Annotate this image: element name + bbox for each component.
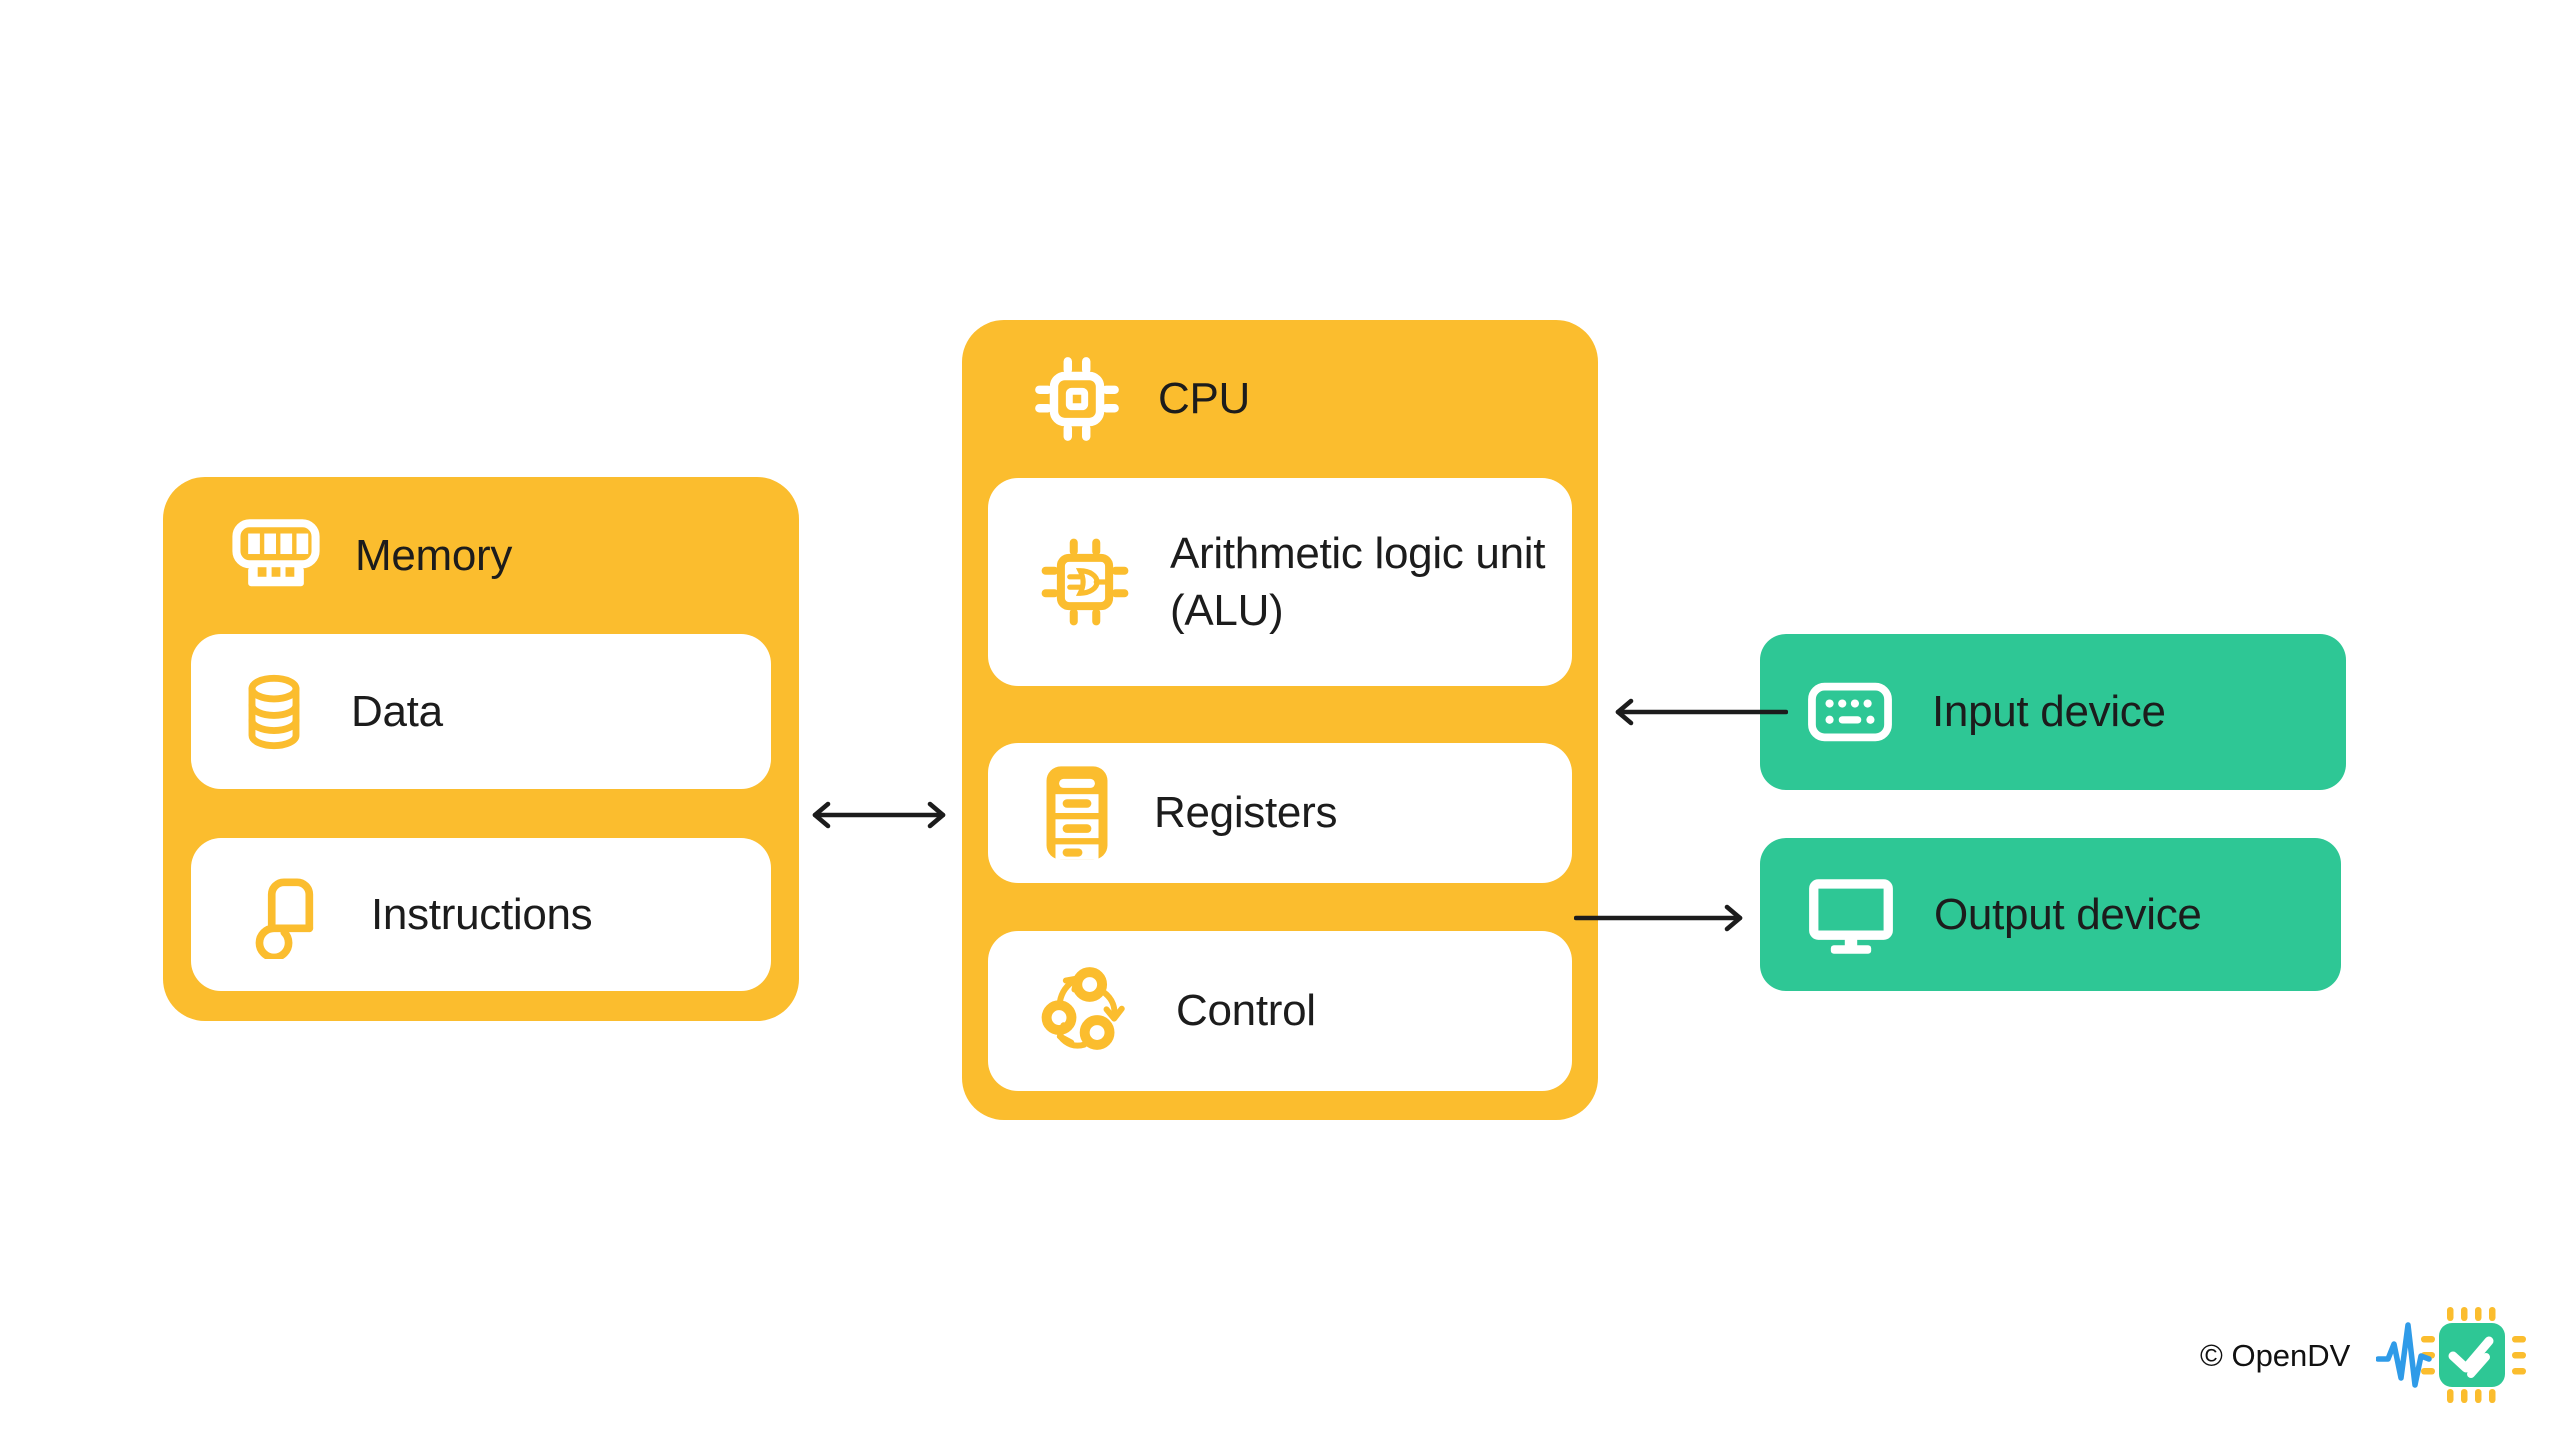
input-device-node: Input device (1760, 634, 2346, 790)
footer-credit: © OpenDV (2200, 1296, 2528, 1416)
monitor-icon (1806, 876, 1896, 954)
input-device-label: Input device (1932, 687, 2166, 737)
data-card: Data (191, 634, 771, 789)
memory-title: Memory (355, 530, 513, 580)
register-stack-icon (1040, 761, 1114, 865)
memory-group: Memory Data (163, 477, 799, 1021)
alu-gate-chip-icon (1040, 537, 1130, 627)
control-card: Control (988, 931, 1572, 1091)
registers-label: Registers (1154, 788, 1338, 838)
instructions-label: Instructions (371, 889, 593, 939)
instructions-card: Instructions (191, 838, 771, 991)
control-cycle-icon (1040, 963, 1136, 1059)
output-device-node: Output device (1760, 838, 2341, 991)
scroll-icon (241, 870, 327, 959)
registers-card: Registers (988, 743, 1572, 883)
alu-card: Arithmetic logic unit (ALU) (988, 478, 1572, 686)
memory-header: Memory (191, 477, 771, 634)
alu-label: Arithmetic logic unit (ALU) (1170, 528, 1546, 635)
ram-icon (229, 513, 323, 598)
database-icon (241, 672, 307, 752)
cpu-title: CPU (1158, 374, 1250, 424)
cpu-to-output-arrow (1574, 904, 1743, 932)
cpu-header: CPU (988, 320, 1572, 478)
control-label: Control (1176, 986, 1316, 1036)
input-to-cpu-arrow (1615, 698, 1788, 726)
cpu-chip-icon (1034, 356, 1120, 442)
memory-cpu-double-arrow (812, 801, 946, 829)
data-label: Data (351, 686, 443, 736)
keyboard-icon (1806, 681, 1894, 743)
credit-text: © OpenDV (2200, 1338, 2351, 1373)
cpu-group: CPU Arithmetic logic unit (ALU) (962, 320, 1598, 1120)
output-device-label: Output device (1934, 889, 2202, 939)
opendv-chip-logo (2376, 1299, 2528, 1413)
